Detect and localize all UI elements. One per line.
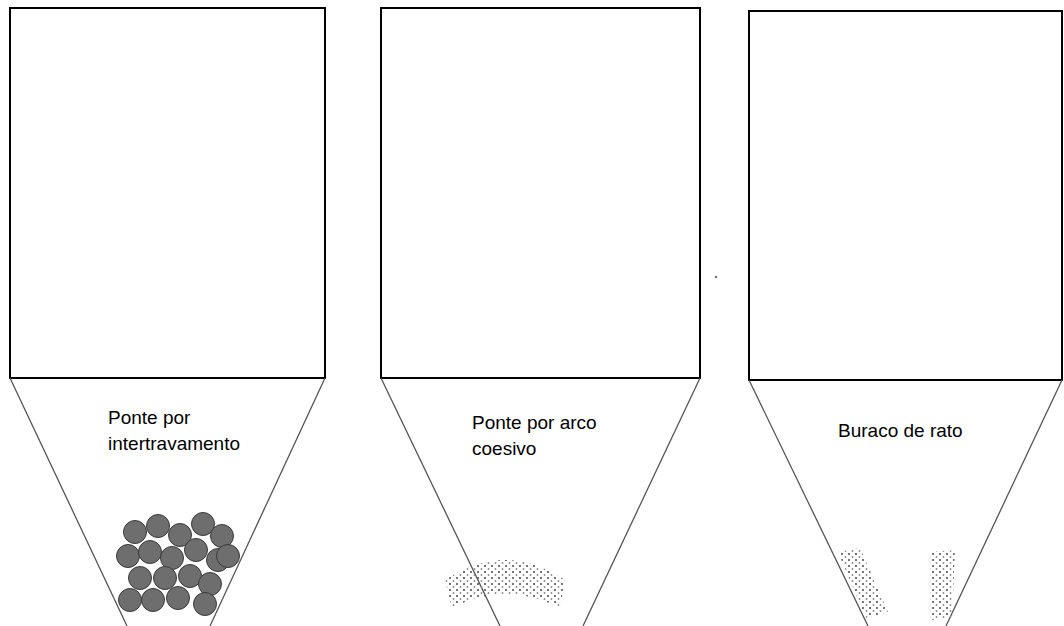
silo-hopper (10, 378, 325, 626)
silo-hopper (381, 378, 700, 626)
silo-body (10, 8, 325, 378)
silo-label: Buraco de rato (838, 418, 998, 444)
silo-label: Ponte por intertravamento (108, 405, 278, 456)
silo-body (749, 11, 1062, 380)
rathole-wall (930, 550, 955, 620)
stray-dot (715, 276, 718, 279)
rathole-wall (838, 548, 888, 618)
cohesive-arch (445, 560, 565, 608)
interlocked-particles (117, 513, 240, 616)
silo-hopper (749, 380, 1062, 626)
silo-body (381, 8, 700, 378)
silo-label: Ponte por arco coesivo (472, 410, 622, 461)
